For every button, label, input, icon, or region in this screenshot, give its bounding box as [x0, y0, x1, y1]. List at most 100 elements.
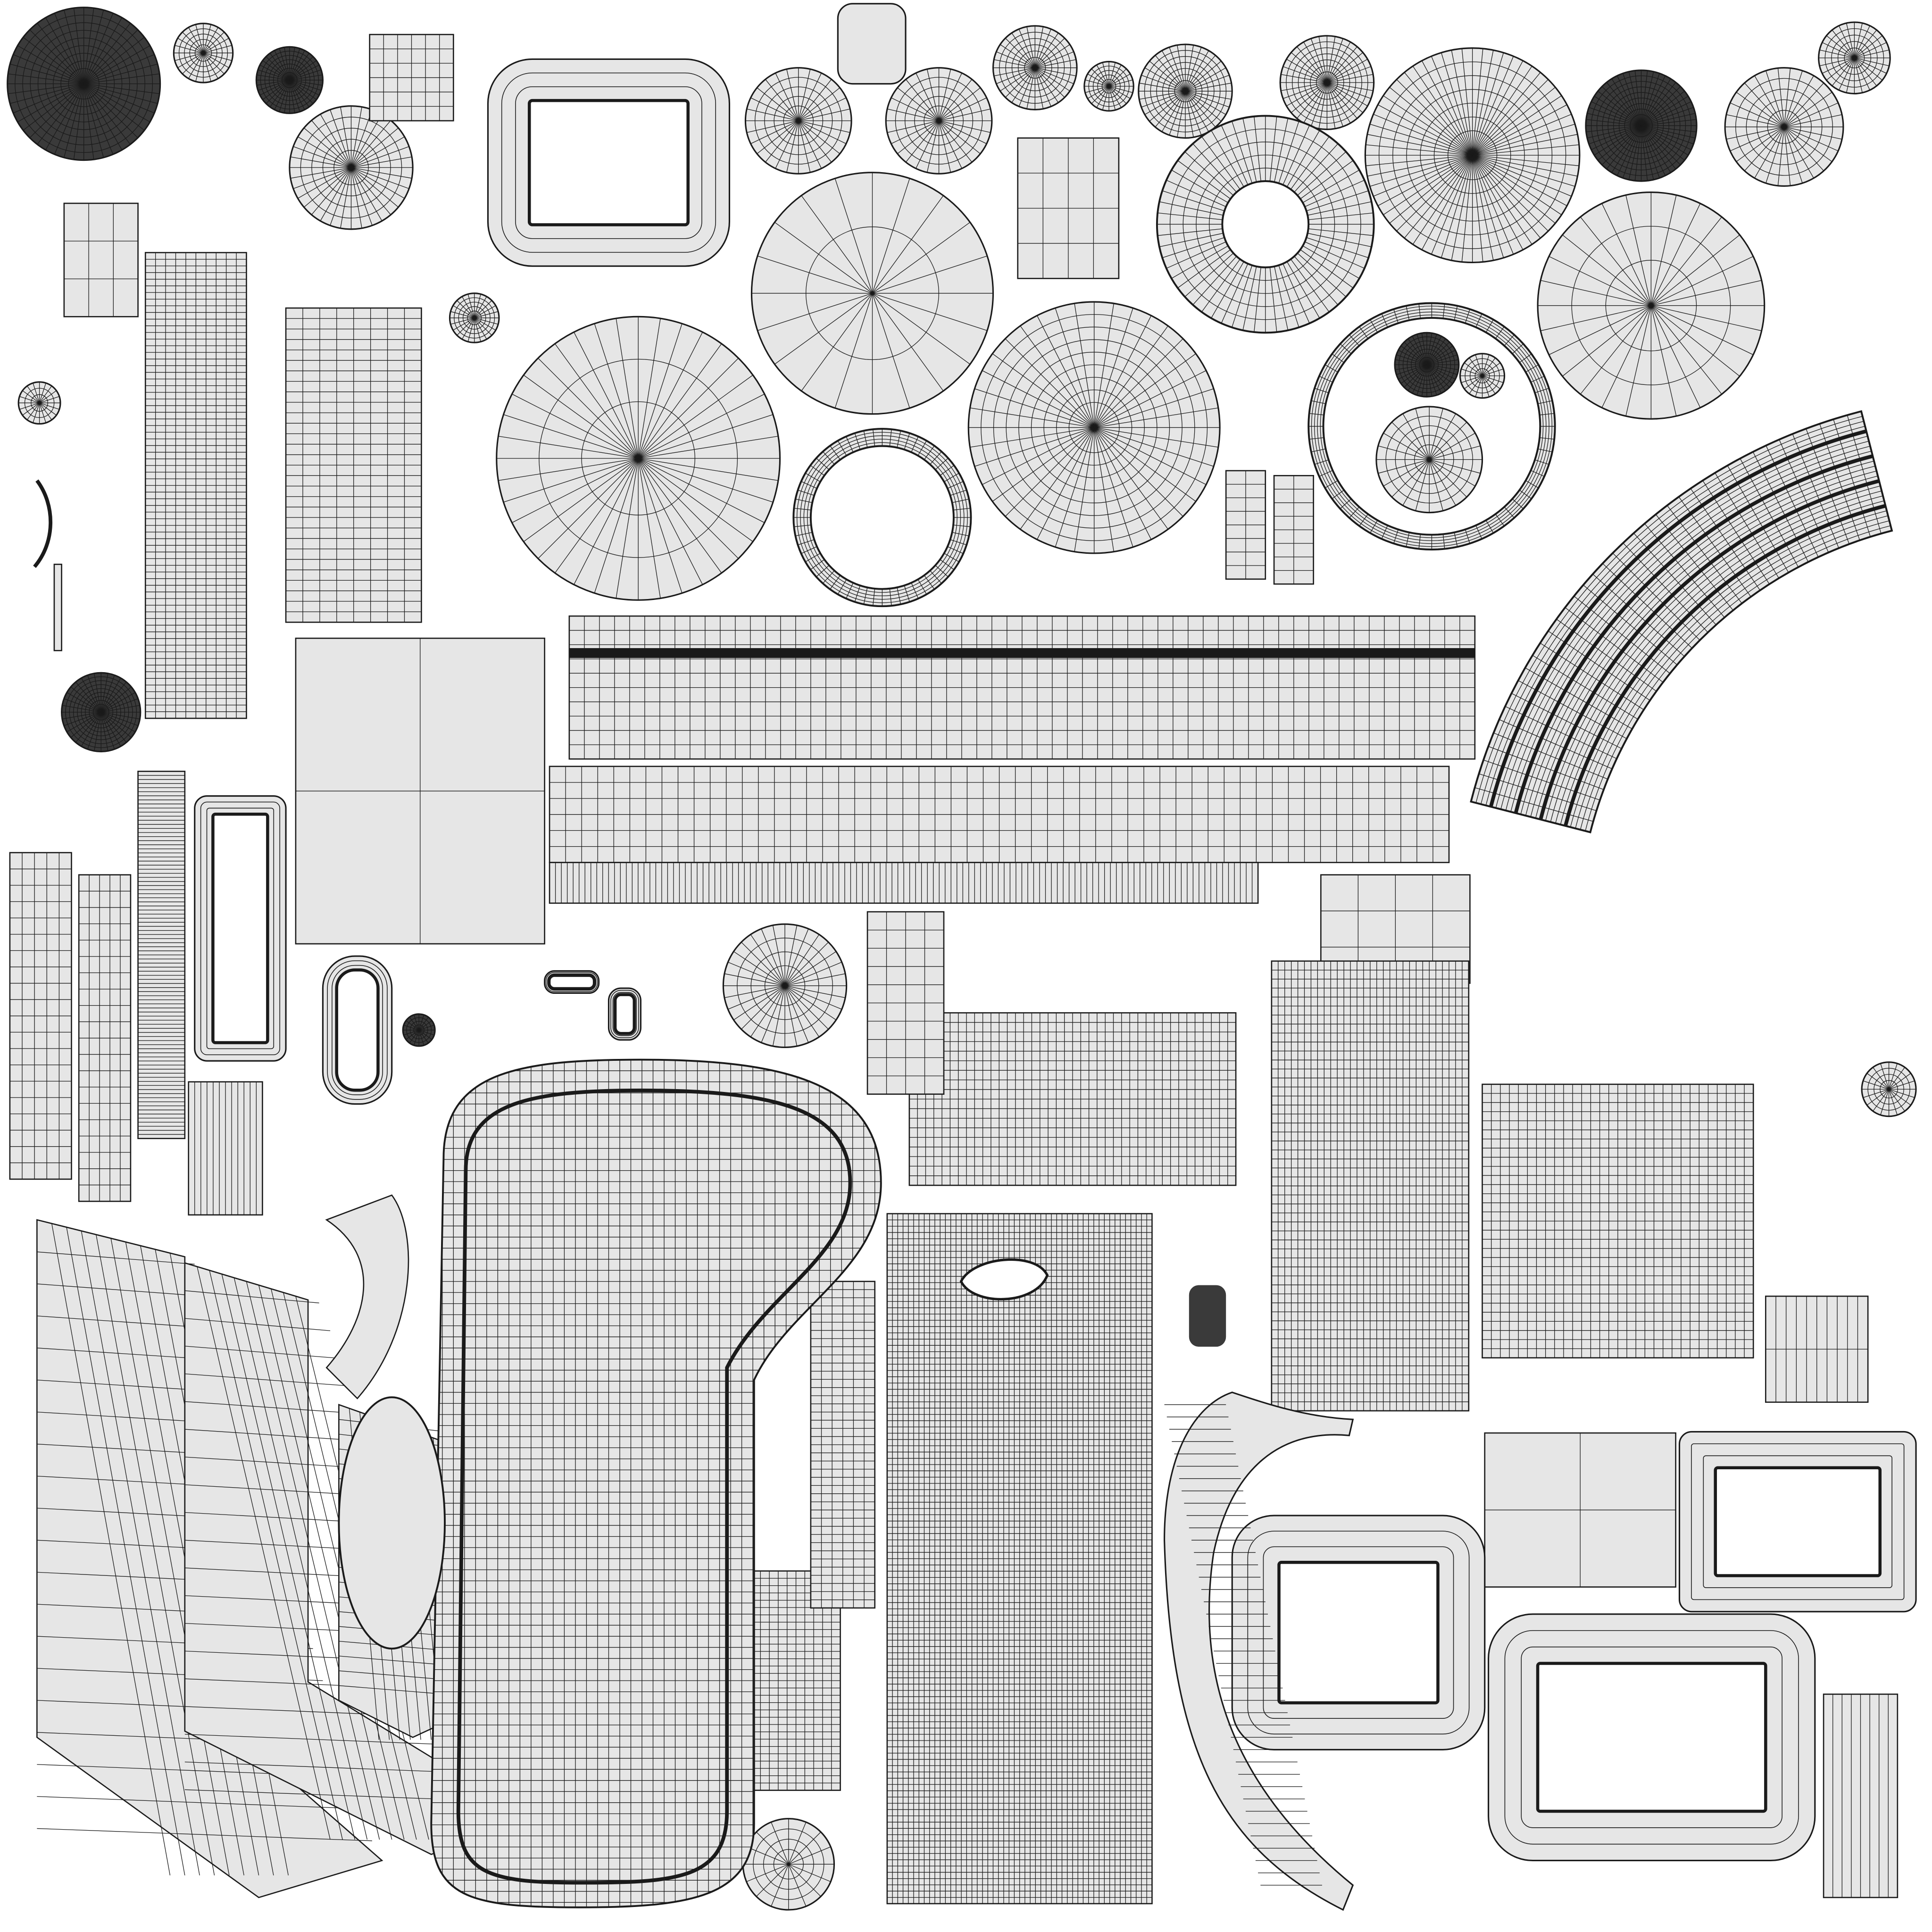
disc-spoke — [1318, 82, 1328, 129]
disc-ring — [1156, 62, 1215, 120]
frame-loop — [206, 808, 275, 1049]
ring-edge — [950, 490, 967, 496]
disc-ring — [1088, 66, 1130, 107]
disc-spoke — [1650, 195, 1677, 306]
ring-edge — [1332, 490, 1344, 499]
band-edge — [1532, 655, 1638, 720]
disc-spoke — [474, 317, 496, 331]
disc-spoke — [1402, 459, 1430, 506]
uv-pin-island — [53, 564, 62, 651]
uv-disc-island — [173, 23, 234, 83]
ring-edge — [1269, 116, 1277, 182]
ring-edge — [873, 588, 875, 606]
disc-spoke — [289, 80, 317, 100]
ring-edge — [1192, 143, 1237, 192]
ring-edge — [952, 499, 969, 503]
disc-ring — [24, 388, 55, 418]
disc-ring — [1298, 53, 1357, 112]
disc-spoke — [1601, 305, 1651, 408]
disc-spoke — [1472, 48, 1483, 156]
disc-ring — [1286, 41, 1368, 124]
disc-spoke — [761, 985, 785, 1043]
disc-ring — [1613, 98, 1669, 154]
disc-spoke — [1415, 459, 1430, 511]
disc-spoke — [1404, 72, 1473, 156]
disc-spoke — [1464, 375, 1482, 389]
uv-cloth-strip-island — [1164, 1391, 1354, 1911]
disc-spoke — [1461, 48, 1473, 156]
disc-spoke — [1482, 362, 1500, 376]
disc-ring — [273, 63, 306, 97]
disc-spoke — [774, 222, 873, 294]
disc-spoke — [1472, 155, 1556, 224]
ring-edge — [816, 565, 830, 577]
ring-edge — [1221, 125, 1249, 185]
disc-spoke — [1383, 95, 1473, 156]
disc-spoke — [798, 120, 811, 173]
disc-ring — [1316, 71, 1338, 94]
ring-edge — [940, 465, 954, 476]
ring-loop — [1311, 306, 1553, 547]
disc-ring — [1399, 336, 1455, 393]
frame-loop — [1714, 1466, 1882, 1577]
disc-spoke — [1472, 114, 1572, 156]
ring-edge — [1302, 169, 1360, 203]
disc-ring — [1378, 61, 1566, 249]
disc-ring — [1867, 1068, 1910, 1111]
disc-spoke — [1281, 82, 1327, 91]
disc-ring — [1291, 47, 1362, 118]
disc-spoke — [638, 458, 774, 503]
disc-spoke — [1429, 445, 1481, 460]
disc-spoke — [1085, 86, 1109, 93]
disc-ring — [322, 139, 380, 196]
ring-edge — [897, 587, 901, 605]
disc-spoke — [765, 79, 799, 121]
disc-spoke — [1783, 68, 1791, 127]
band-edge — [1612, 553, 1700, 641]
disc-ring — [333, 150, 369, 185]
disc-spoke — [1366, 155, 1473, 167]
disc-spoke — [994, 67, 1035, 76]
frame-loop — [332, 965, 383, 1095]
disc-spoke — [279, 80, 290, 112]
disc-spoke — [938, 69, 951, 121]
ring-edge — [1171, 245, 1228, 279]
disc-spoke — [1889, 1089, 1911, 1106]
disc-spoke — [414, 1030, 419, 1046]
disc-spoke — [638, 332, 703, 459]
disc-spoke — [784, 951, 836, 986]
ring-edge — [1278, 265, 1299, 328]
ring-edge — [1370, 319, 1378, 333]
disc-spoke — [1400, 364, 1427, 384]
ring-edge — [917, 579, 927, 595]
disc-spoke — [1096, 86, 1109, 108]
disc-spoke — [1426, 333, 1432, 365]
disc-spoke — [403, 1024, 419, 1031]
ring-edge — [1465, 529, 1470, 544]
disc-spoke — [1185, 91, 1209, 132]
disc-ring — [463, 306, 486, 330]
uv-disc-island — [742, 1818, 835, 1911]
ring-edge — [846, 583, 854, 599]
disc-spoke — [1562, 234, 1651, 306]
disc-ring — [1168, 74, 1203, 108]
disc-spoke — [1108, 74, 1131, 87]
disc-ring — [1092, 70, 1125, 102]
ring-edge — [1504, 334, 1515, 346]
disc-ring — [783, 105, 814, 136]
disc-spoke — [293, 146, 351, 168]
disc-spoke — [872, 255, 988, 294]
disc-spoke — [798, 97, 847, 121]
disc-spoke — [177, 38, 204, 53]
frame-loop — [327, 960, 388, 1100]
disc-spoke — [1472, 87, 1556, 156]
strip-edge — [209, 1270, 343, 1840]
disc-spoke — [916, 73, 940, 121]
disc-spoke — [1102, 86, 1109, 110]
ring-edge — [810, 559, 825, 570]
ring-edge — [1340, 499, 1352, 509]
strip-edge — [51, 1223, 171, 1875]
ring-edge — [1162, 190, 1225, 211]
disc-ring — [45, 45, 123, 123]
disc-spoke — [788, 1846, 831, 1865]
